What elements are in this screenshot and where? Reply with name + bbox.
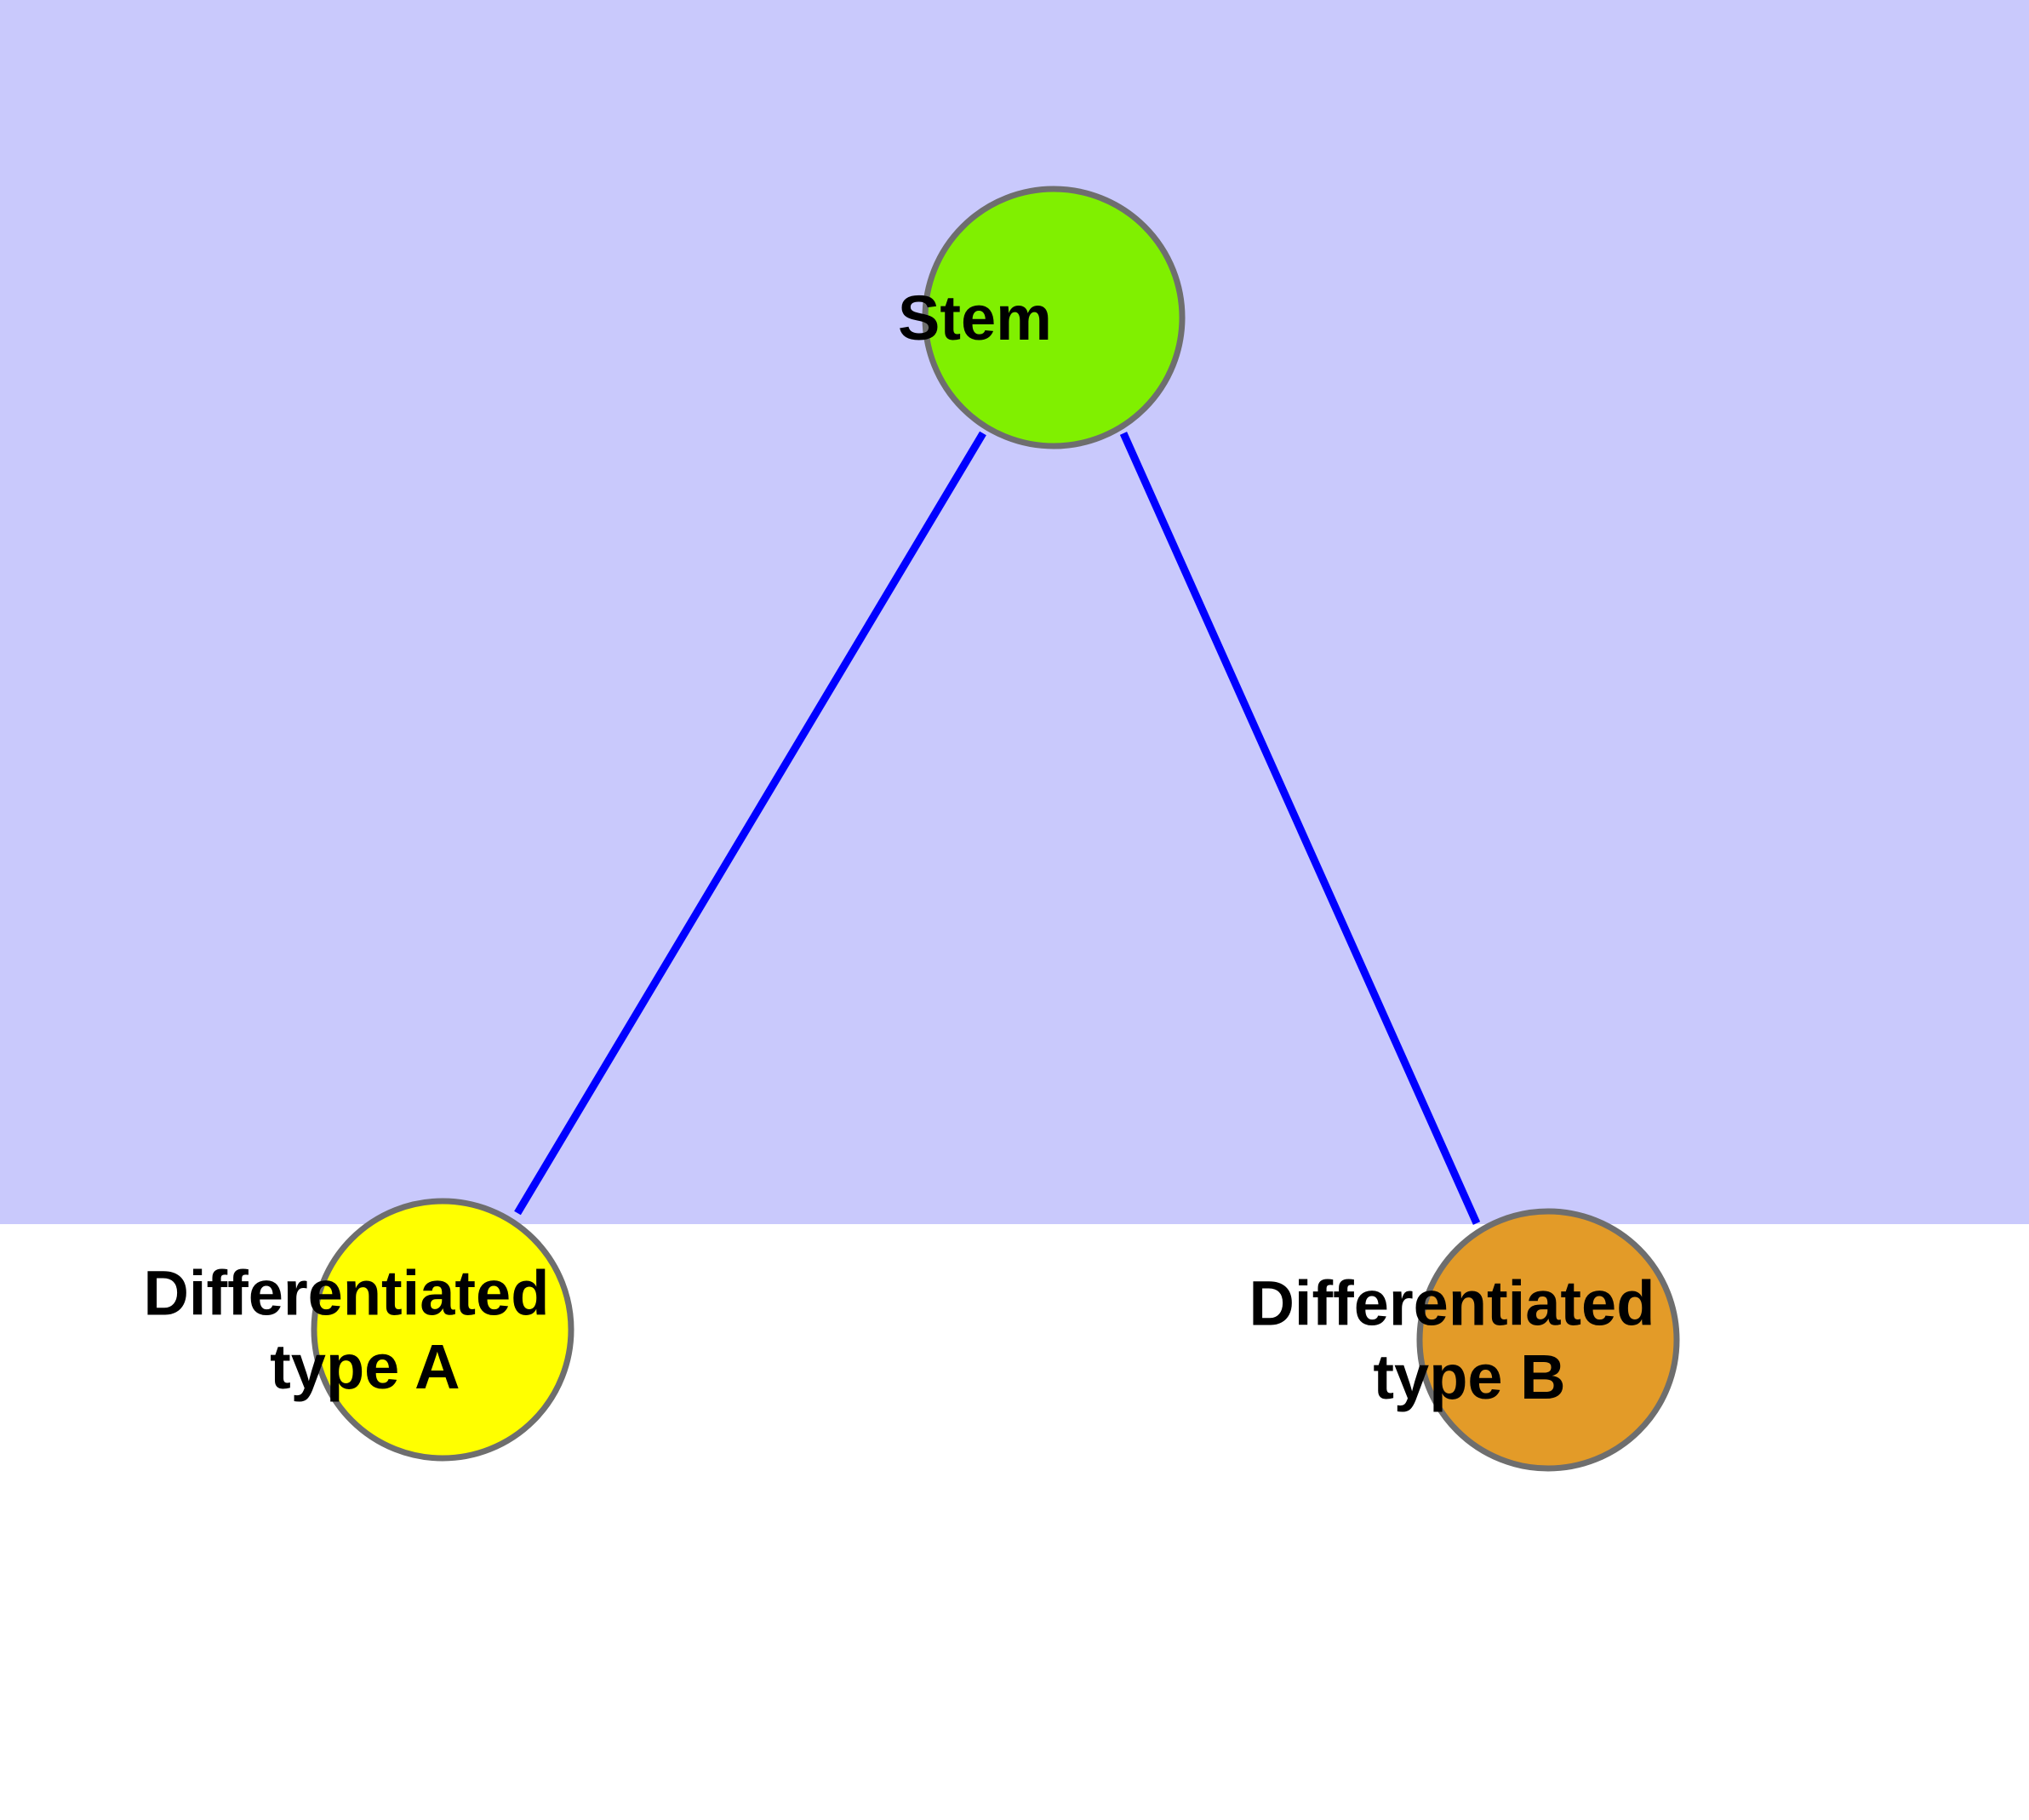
node-differentiated-type-a-label-line2: type A bbox=[270, 1331, 459, 1402]
edge-stem-to-differentiated-type-b[interactable] bbox=[1119, 432, 1481, 1225]
node-differentiated-type-b-label-line2: type B bbox=[1373, 1342, 1565, 1412]
node-differentiated-type-b-label: Differentiated type B bbox=[1249, 1268, 1655, 1412]
node-differentiated-type-a[interactable]: Differentiated type A bbox=[0, 0, 742, 1462]
graph-background bbox=[0, 0, 2029, 1224]
node-stem-circle[interactable] bbox=[922, 186, 1186, 449]
node-differentiated-type-a-label: Differentiated type A bbox=[0, 0, 742, 1402]
node-differentiated-type-b[interactable]: Differentiated type B bbox=[0, 0, 1848, 1472]
node-layer: Stem Differentiated type A Differentiate… bbox=[0, 0, 1848, 1472]
edge-layer bbox=[514, 431, 1481, 1225]
edge-stem-to-differentiated-type-a[interactable] bbox=[514, 431, 986, 1216]
node-differentiated-type-a-label-line1: Differentiated bbox=[143, 1257, 549, 1328]
node-differentiated-type-a-circle[interactable] bbox=[311, 1198, 574, 1462]
node-differentiated-type-b-label-line1: Differentiated bbox=[1249, 1268, 1655, 1338]
node-stem-label-line1: Stem bbox=[898, 283, 1052, 353]
node-stem-label: Stem bbox=[0, 0, 1209, 353]
node-stem[interactable]: Stem bbox=[0, 0, 1209, 449]
node-differentiated-type-b-circle[interactable] bbox=[1416, 1208, 1680, 1472]
